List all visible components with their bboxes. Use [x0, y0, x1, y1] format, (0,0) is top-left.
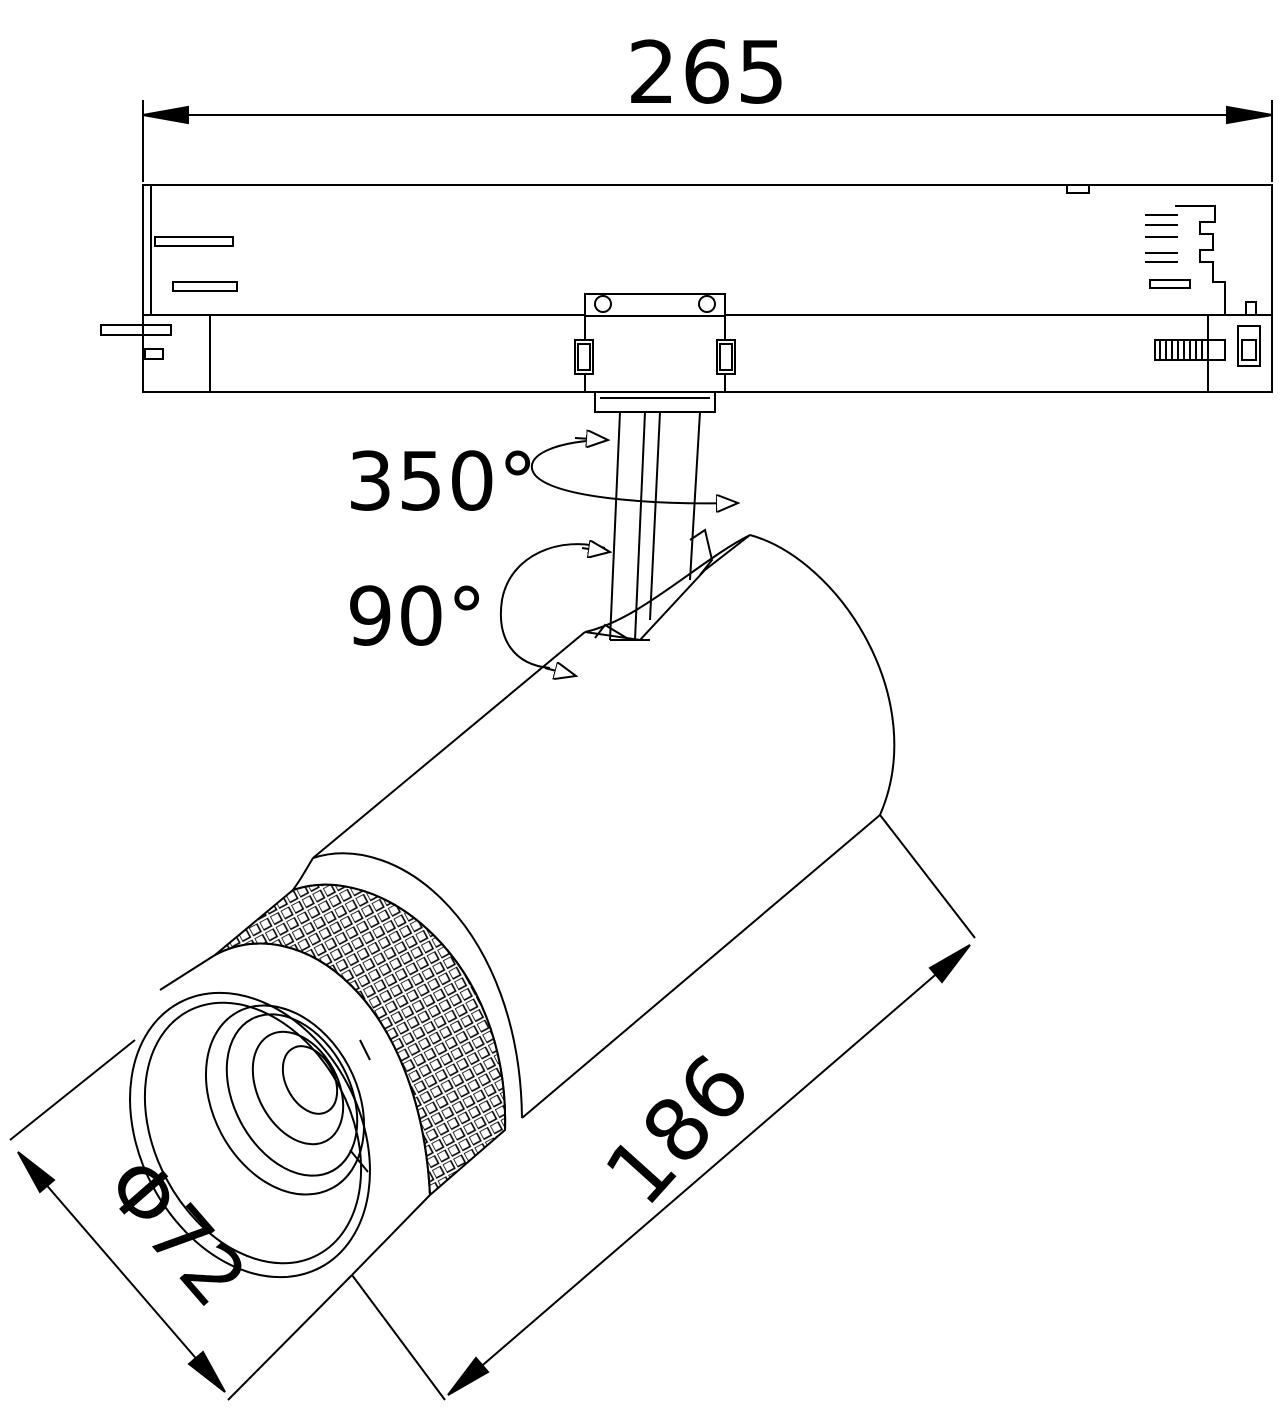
dimension-265-label: 265 [625, 24, 789, 124]
dimension-diameter [9, 1039, 353, 1401]
dimension-diameter-label: Φ72 [87, 1139, 265, 1324]
dimension-265 [142, 100, 1273, 182]
connector-block [574, 293, 736, 413]
rotation-350-label: 350° [345, 436, 538, 529]
dimension-186-label: 186 [586, 1036, 770, 1225]
rotation-90-label: 90° [345, 571, 487, 664]
rotation-350-arrow [530, 438, 738, 503]
spotlight-body [129, 534, 896, 1279]
rotation-90-arrow [499, 544, 610, 676]
dimension-186 [351, 814, 976, 1401]
stem [594, 411, 714, 641]
